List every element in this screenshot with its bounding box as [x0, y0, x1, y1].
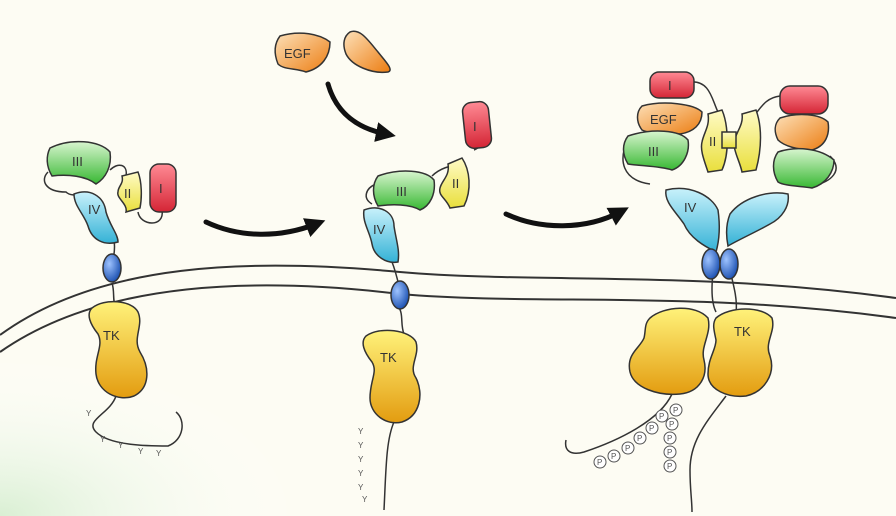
phosphate-label: P	[673, 406, 678, 415]
tyrosine-label: Y	[138, 447, 144, 456]
phosphate-label: P	[667, 448, 672, 457]
phosphate-label: P	[659, 412, 664, 421]
domain-1	[780, 86, 828, 114]
egf-label: EGF	[284, 46, 311, 61]
domain-4-label: IV	[88, 202, 101, 217]
domain-3-label: III	[648, 144, 659, 159]
phosphate-label: P	[597, 458, 602, 467]
tk-label: TK	[380, 350, 397, 365]
tyrosine-label: Y	[156, 449, 162, 458]
cytoplasm-tint	[0, 250, 500, 516]
egf-label: EGF	[650, 112, 677, 127]
domain-2-label: II	[452, 176, 459, 191]
tyrosine-label: Y	[358, 427, 364, 436]
domain-1	[462, 101, 493, 149]
phosphate-label: P	[669, 420, 674, 429]
transmembrane-helix	[103, 254, 121, 282]
domain-1-label: I	[159, 181, 163, 196]
domain-4-label: IV	[684, 200, 697, 215]
dimer-interface	[722, 132, 736, 148]
phosphate-label: P	[667, 462, 672, 471]
domain-1-label: I	[668, 78, 672, 93]
domain-3-label: III	[396, 184, 407, 199]
domain-1	[150, 164, 176, 212]
domain-4-label: IV	[373, 222, 386, 237]
tyrosine-label: Y	[86, 409, 92, 418]
domain-2-label: II	[709, 134, 716, 149]
transmembrane-helix	[702, 249, 720, 279]
phosphate-label: P	[667, 434, 672, 443]
phosphate-label: P	[625, 444, 630, 453]
tk-label: TK	[103, 328, 120, 343]
transmembrane-helix	[391, 281, 409, 309]
tyrosine-label: Y	[358, 455, 364, 464]
transmembrane-helix	[720, 249, 738, 279]
tk-label: TK	[734, 324, 751, 339]
tyrosine-kinase-domain	[708, 309, 773, 396]
domain-1	[650, 72, 694, 98]
tyrosine-label: Y	[358, 469, 364, 478]
phosphate-label: P	[649, 424, 654, 433]
tyrosine-label: Y	[118, 441, 124, 450]
tyrosine-label: Y	[100, 435, 106, 444]
phosphate-label: P	[611, 452, 616, 461]
tyrosine-label: Y	[362, 495, 368, 504]
tyrosine-label: Y	[358, 441, 364, 450]
domain-3-label: III	[72, 154, 83, 169]
phosphate-label: P	[637, 434, 642, 443]
domain-2-label: II	[124, 186, 131, 201]
domain-1-label: I	[473, 119, 477, 134]
tyrosine-label: Y	[358, 483, 364, 492]
